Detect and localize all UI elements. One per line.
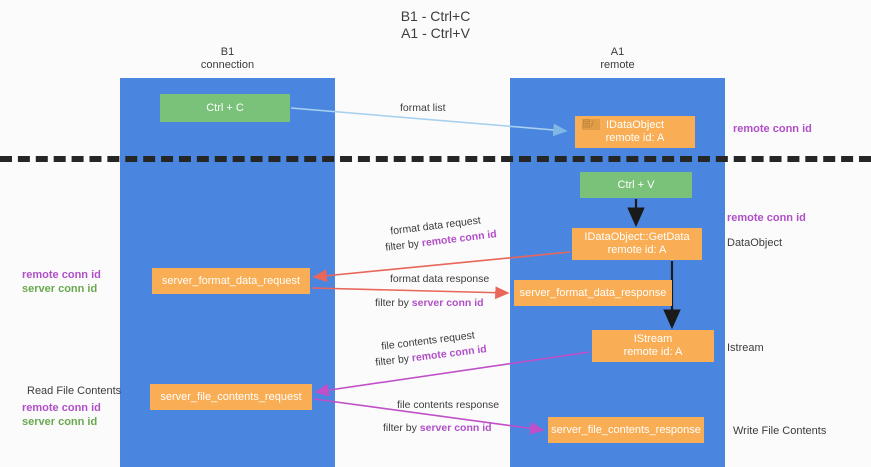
annotation-remote-conn-id: remote conn id: [22, 269, 101, 281]
edge-label-file-contents-response-filter: filter by server conn id: [383, 421, 492, 435]
lane-b1-role: connection: [200, 59, 255, 71]
filter-prefix: filter by: [374, 352, 413, 369]
title-line-1: B1 - Ctrl+C: [400, 8, 471, 24]
node-ctrl-c[interactable]: Ctrl + C: [160, 94, 290, 122]
node-istream[interactable]: IStream remote id: A: [592, 330, 714, 362]
node-idataobject-line1: IDataObject: [605, 119, 665, 131]
text-artifact-overlay: 居/七: [582, 119, 600, 130]
lane-b1-name: B1: [220, 46, 235, 58]
node-istream-line2: remote id: A: [623, 346, 683, 358]
annotation-left-conn-ids-1: remote conn id server conn id: [22, 268, 101, 296]
annotation-remote-conn-id: remote conn id: [22, 402, 101, 414]
node-getdata-line2: remote id: A: [607, 244, 667, 256]
title-line-2: A1 - Ctrl+V: [401, 25, 470, 41]
annotation-write-file-contents: Write File Contents: [733, 425, 827, 437]
node-sfcresp-label: server_file_contents_response: [551, 423, 701, 436]
node-ctrl-v-label: Ctrl + V: [617, 178, 655, 191]
node-server-format-data-request[interactable]: server_format_data_request: [152, 268, 310, 294]
node-server-format-data-response[interactable]: server_format_data_response: [514, 280, 672, 306]
lane-a1-name: A1: [610, 46, 625, 58]
annotation-istream: Istream: [727, 342, 764, 354]
filter-prefix: filter by: [383, 422, 420, 434]
page-title: B1 - Ctrl+C A1 - Ctrl+V: [0, 8, 871, 42]
annotation-dataobject: DataObject: [727, 237, 783, 249]
filter-prefix: filter by: [375, 297, 412, 309]
filter-key-server-conn-id: server conn id: [411, 297, 484, 309]
lane-header-b1: B1 connection: [120, 46, 335, 72]
annotation-remote-conn-id-top: remote conn id: [733, 123, 812, 135]
annotation-server-conn-id: server conn id: [22, 416, 98, 428]
node-ctrl-c-label: Ctrl + C: [206, 101, 244, 114]
edge-label-file-contents-response: file contents response: [397, 399, 500, 411]
node-getdata-line1: IDataObject::GetData: [584, 231, 690, 243]
annotation-server-conn-id: server conn id: [22, 283, 98, 295]
lane-a1-role: remote: [600, 59, 635, 71]
node-server-file-contents-response[interactable]: server_file_contents_response: [548, 417, 704, 443]
edge-label-format-data-response: format data response: [390, 273, 490, 285]
annotation-read-file-contents: Read File Contents: [27, 385, 122, 397]
node-idataobject-line2: remote id: A: [605, 132, 665, 144]
filter-key-server-conn-id: server conn id: [419, 422, 492, 434]
edge-label-format-data-response-filter: filter by server conn id: [375, 296, 484, 310]
phase-divider: [0, 156, 871, 162]
filter-prefix: filter by: [384, 237, 423, 254]
edge-label-format-list: format list: [400, 102, 446, 114]
node-ctrl-v[interactable]: Ctrl + V: [580, 172, 692, 198]
edge-format-data-response: [311, 286, 510, 300]
node-istream-line1: IStream: [633, 333, 673, 345]
node-server-file-contents-request[interactable]: server_file_contents_request: [150, 384, 312, 410]
node-idataobject-getdata[interactable]: IDataObject::GetData remote id: A: [572, 228, 702, 260]
lane-header-a1: A1 remote: [510, 46, 725, 72]
annotation-remote-conn-id-mid: remote conn id: [727, 212, 806, 224]
node-sfdresp-label: server_format_data_response: [519, 286, 667, 299]
annotation-left-conn-ids-2: remote conn id server conn id: [22, 401, 101, 429]
node-sfdreq-label: server_format_data_request: [161, 274, 301, 287]
node-sfcreq-label: server_file_contents_request: [160, 390, 302, 403]
